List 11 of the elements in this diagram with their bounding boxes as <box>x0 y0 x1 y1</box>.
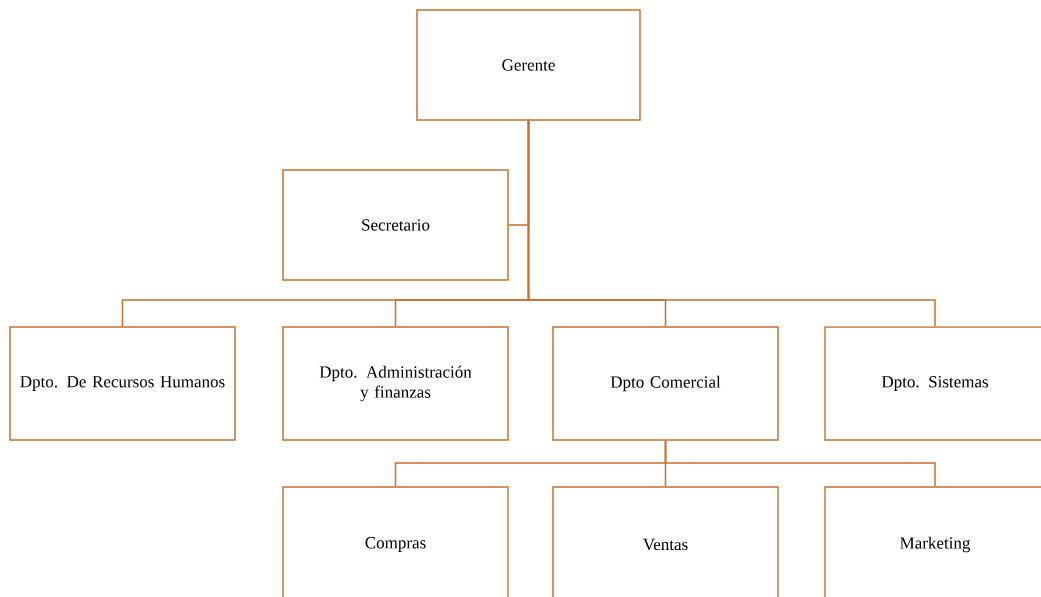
connector-line <box>527 120 936 327</box>
org-box: Secretario <box>282 169 509 281</box>
org-box: Ventas <box>552 486 779 597</box>
org-box: Dpto Comercial <box>552 326 779 441</box>
org-box: Dpto. De Recursos Humanos <box>9 326 236 441</box>
org-box: Gerente <box>416 9 641 121</box>
org-box: Compras <box>282 486 509 597</box>
org-box: Marketing <box>824 486 1041 597</box>
org-box: Dpto. Sistemas <box>824 326 1041 441</box>
connector-line <box>664 440 936 487</box>
org-box: Dpto. Administración y finanzas <box>282 326 509 441</box>
